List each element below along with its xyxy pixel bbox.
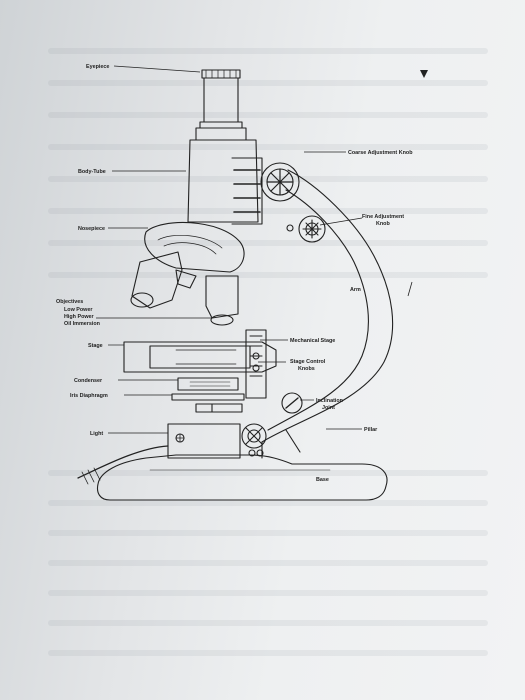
label-inclination-joint: Joint bbox=[322, 405, 335, 411]
faded-text-line bbox=[48, 530, 488, 536]
faded-text-line bbox=[48, 80, 488, 86]
label-body-tube: Body-Tube bbox=[78, 169, 106, 175]
faded-text-line bbox=[48, 48, 488, 54]
label-stage-control-knobs: Knobs bbox=[298, 366, 315, 372]
stray-mark bbox=[407, 281, 413, 297]
faded-text-line bbox=[48, 144, 488, 150]
iris-diaphragm bbox=[171, 393, 245, 401]
label-inclination: Inclination bbox=[316, 398, 343, 404]
fine-adjustment-knob bbox=[298, 215, 326, 243]
label-high-power: High Power bbox=[64, 314, 95, 320]
faded-text-line bbox=[48, 650, 488, 656]
faded-text-line bbox=[48, 500, 488, 506]
label-pillar: Pillar bbox=[364, 427, 378, 433]
label-coarse-adjustment-knob: Coarse Adjustment Knob bbox=[348, 150, 413, 156]
faded-text-line bbox=[48, 240, 488, 246]
mechanical-stage bbox=[245, 329, 267, 399]
label-fine-adjustment: Fine Adjustment bbox=[362, 214, 404, 220]
label-stage: Stage bbox=[88, 343, 103, 349]
label-stage-control: Stage Control bbox=[290, 359, 326, 365]
eyepiece bbox=[201, 69, 241, 123]
faded-text-line bbox=[48, 590, 488, 596]
label-fine-adjustment-knob: Knob bbox=[376, 221, 390, 227]
light-source bbox=[167, 423, 241, 459]
faded-text-line bbox=[48, 112, 488, 118]
stage-control-knobs bbox=[252, 352, 260, 360]
label-nosepiece: Nosepiece bbox=[78, 226, 105, 232]
faded-text-line bbox=[48, 560, 488, 566]
label-arm: Arm bbox=[350, 287, 361, 293]
label-iris-diaphragm: Iris Diaphragm bbox=[70, 393, 108, 399]
label-light: Light bbox=[90, 431, 103, 437]
base bbox=[96, 454, 388, 501]
coarse-adjustment-knob bbox=[260, 162, 300, 202]
stage bbox=[123, 341, 277, 373]
faded-text-line bbox=[48, 272, 488, 278]
label-base: Base bbox=[316, 477, 329, 483]
label-objectives: Objectives bbox=[56, 299, 83, 305]
faded-text-line bbox=[48, 176, 488, 182]
objective-low-power bbox=[131, 251, 183, 309]
label-eyepiece: Eyepiece bbox=[86, 64, 109, 70]
inclination-joint bbox=[281, 392, 303, 414]
label-condenser: Condenser bbox=[74, 378, 103, 384]
condenser bbox=[177, 377, 239, 391]
label-oil-immersion: Oil Immersion bbox=[64, 321, 100, 327]
objective-high-power bbox=[175, 269, 197, 289]
objective-oil-immersion bbox=[205, 275, 239, 319]
arm bbox=[261, 169, 394, 443]
faded-text-line bbox=[48, 470, 488, 476]
label-mechanical-stage: Mechanical Stage bbox=[290, 338, 335, 344]
body-tube bbox=[187, 121, 259, 223]
faded-text-line bbox=[48, 620, 488, 626]
nosepiece bbox=[144, 221, 245, 273]
stray-mark bbox=[420, 70, 428, 78]
faded-text-line bbox=[48, 208, 488, 214]
label-low-power: Low Power bbox=[64, 307, 93, 313]
